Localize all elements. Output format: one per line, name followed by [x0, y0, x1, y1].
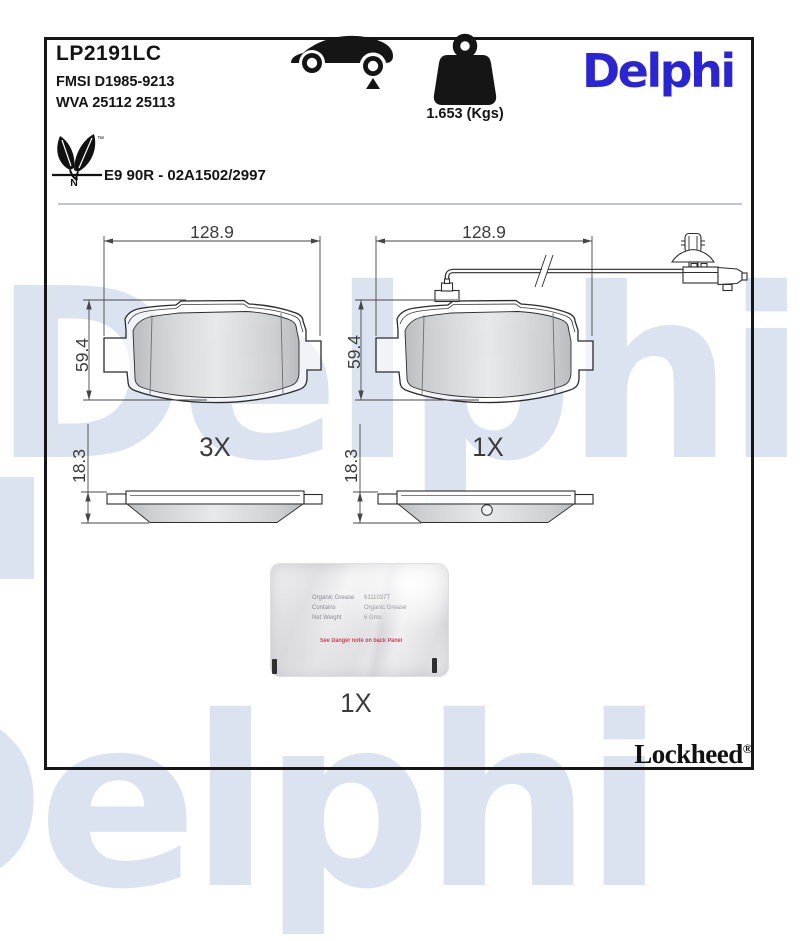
- packet-value: 6 Gms: [364, 615, 382, 621]
- svg-text:59.4: 59.4: [344, 335, 364, 369]
- technical-drawing: 128.9 59.4 18.3 128.9 59.4: [69, 222, 748, 524]
- weight-value: 1.653 (Kgs): [426, 106, 504, 122]
- svg-text:128.9: 128.9: [462, 222, 506, 242]
- qty-left-pads: 3X: [199, 432, 231, 462]
- svg-text:18.3: 18.3: [341, 449, 361, 483]
- car-rear-axle-icon: [291, 35, 393, 89]
- packet-label: Net Weight: [312, 615, 342, 621]
- lockheed-wordmark: Lockheed: [634, 739, 743, 769]
- svg-text:18.3: 18.3: [69, 449, 89, 483]
- fmsi-code: FMSI D1985-9213: [56, 74, 175, 90]
- dim-height-left: 59.4: [72, 299, 207, 401]
- svg-text:128.9: 128.9: [190, 222, 234, 242]
- qty-right-pad: 1X: [472, 432, 504, 462]
- lockheed-logo: Lockheed®: [600, 739, 752, 770]
- watermark-fragment: [0, 477, 34, 579]
- eco-n-label: N: [70, 177, 78, 189]
- dim-thickness-right: 18.3: [341, 424, 421, 524]
- packet-value: Organic Grease: [364, 605, 407, 611]
- rear-wheel-marker-icon: [366, 78, 380, 89]
- wear-sensor: [434, 232, 748, 303]
- ece-approval-code: E9 90R - 02A1502/2997: [104, 167, 266, 184]
- packet-label: Organic Grease: [312, 595, 355, 601]
- pad-side-right: [377, 490, 594, 524]
- catalog-page: Delphi Delphi LP2191LC FMSI D1985-9213 W…: [0, 33, 800, 922]
- dim-thickness-left: 18.3: [69, 424, 149, 524]
- delphi-logo: Delphi: [582, 44, 736, 98]
- packet-warning: See Danger note on back Panel: [320, 638, 403, 644]
- dim-width-left: 128.9: [103, 222, 321, 336]
- weight-icon: [433, 33, 497, 105]
- tm-mark: ™: [97, 136, 104, 143]
- qty-grease-packet: 1X: [340, 688, 372, 718]
- dim-width-right: 128.9: [375, 222, 593, 336]
- grease-packet-text: Organic Grease 6111037T Contains Organic G…: [312, 595, 406, 625]
- eco-leaf-icon: ™ N: [52, 134, 104, 189]
- dim-height-right: 59.4: [344, 299, 479, 401]
- svg-text:59.4: 59.4: [72, 338, 92, 372]
- packet-value: 6111037T: [364, 595, 391, 601]
- registered-mark: ®: [742, 741, 753, 756]
- part-number: LP2191LC: [56, 42, 162, 65]
- header-divider: [58, 203, 742, 205]
- grease-packet-photo: Organic Grease 6111037T Contains Organic G…: [271, 564, 448, 676]
- packet-seam-mark: [432, 658, 437, 673]
- page-border: [44, 37, 754, 770]
- wva-code: WVA 25112 25113: [56, 95, 176, 111]
- packet-seam-mark: [272, 659, 277, 674]
- packet-label: Contains: [312, 605, 336, 611]
- sensor-connector-icon: [670, 232, 748, 292]
